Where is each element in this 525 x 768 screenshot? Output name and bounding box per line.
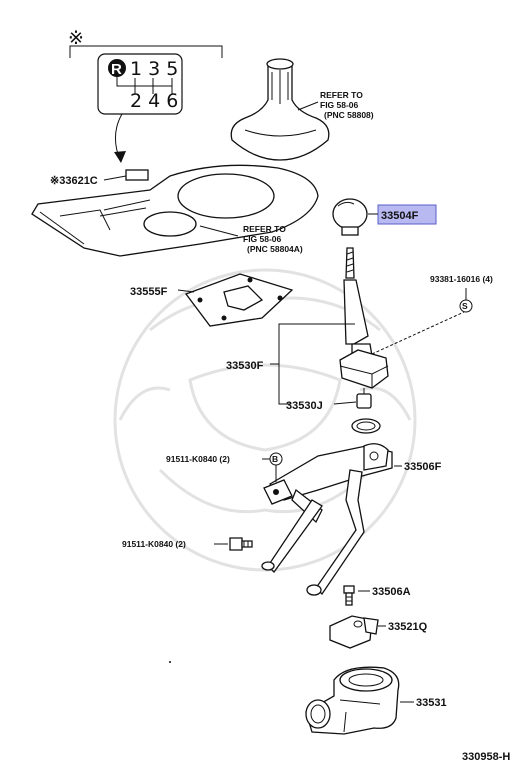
label-33530F: 33530F xyxy=(226,323,355,405)
bottom-gears-label: 2 4 6 xyxy=(130,90,178,112)
svg-text:33521Q: 33521Q xyxy=(388,621,428,633)
shift-knob xyxy=(332,198,368,236)
housing-33531 xyxy=(305,666,400,735)
svg-text:91511-K0840 (2): 91511-K0840 (2) xyxy=(166,454,230,464)
svg-text:33504F: 33504F xyxy=(381,210,419,222)
svg-text:93381-16016 (4): 93381-16016 (4) xyxy=(430,274,493,284)
svg-text:33530J: 33530J xyxy=(286,400,323,412)
reverse-gear-label: R xyxy=(111,61,122,78)
asterisk-mark: ※ xyxy=(68,27,84,49)
label-91511-upper: 91511-K0840 (2) B xyxy=(166,452,283,482)
diagram-code: 330958-H xyxy=(462,751,510,763)
svg-text:B: B xyxy=(272,454,278,464)
label-33530J: 33530J xyxy=(286,400,357,412)
label-93381: 93381-16016 (4) S xyxy=(430,274,493,313)
label-33621C: ※33621C xyxy=(50,175,127,187)
label-91511-lower: 91511-K0840 (2) xyxy=(122,537,253,551)
svg-text:33555F: 33555F xyxy=(130,286,168,298)
bolt-33506A xyxy=(343,585,355,606)
svg-text:33506A: 33506A xyxy=(372,586,411,598)
label-33555F: 33555F xyxy=(130,286,195,298)
console-panel xyxy=(31,164,319,257)
label-33506F: 33506F xyxy=(394,461,442,473)
svg-text:FIG 58-06: FIG 58-06 xyxy=(243,234,282,244)
top-gears-label: 1 3 5 xyxy=(130,58,178,80)
shift-boot xyxy=(230,58,330,161)
svg-text:(PNC 58808): (PNC 58808) xyxy=(324,110,374,120)
svg-text:33530F: 33530F xyxy=(226,360,264,372)
bracket-33521Q xyxy=(329,615,379,649)
svg-text:33531: 33531 xyxy=(416,697,447,709)
svg-text:REFER TO: REFER TO xyxy=(320,90,363,100)
label-33521Q: 33521Q xyxy=(378,621,428,633)
refer-console-note: REFER TO FIG 58-06 (PNC 58804A) xyxy=(199,224,303,254)
label-33531: 33531 xyxy=(400,697,447,709)
svg-text:REFER TO: REFER TO xyxy=(243,224,286,234)
mounting-plate xyxy=(184,273,294,327)
reverse-badge-icon xyxy=(108,59,126,77)
label-33504F[interactable]: 33504F xyxy=(368,204,437,225)
shift-lever xyxy=(339,247,389,434)
svg-text:33506F: 33506F xyxy=(404,461,442,473)
svg-text:(PNC 58804A): (PNC 58804A) xyxy=(247,244,303,254)
svg-text:91511-K0840 (2): 91511-K0840 (2) xyxy=(122,539,186,549)
svg-text:※33621C: ※33621C xyxy=(50,175,98,187)
shift-housing xyxy=(261,443,393,596)
refer-boot-note: REFER TO FIG 58-06 (PNC 58808) xyxy=(297,90,374,120)
label-33506A: 33506A xyxy=(358,586,411,598)
shift-pattern-callout: ※ R 1 3 5 2 4 6 xyxy=(68,27,223,163)
svg-text:FIG 58-06: FIG 58-06 xyxy=(320,100,359,110)
svg-text:S: S xyxy=(462,301,468,311)
bolt-dashed-leader xyxy=(371,311,465,355)
